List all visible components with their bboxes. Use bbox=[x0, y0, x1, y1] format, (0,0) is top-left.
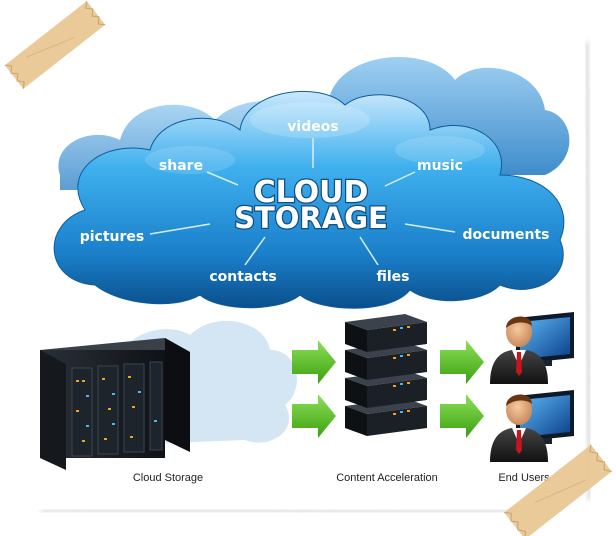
cloud-item-files: files bbox=[376, 269, 409, 285]
end-user-icon bbox=[490, 312, 574, 384]
server-unit-icon bbox=[345, 370, 427, 408]
arrow-right-icon bbox=[440, 394, 484, 438]
arrow-right-icon bbox=[440, 340, 484, 384]
cloud-title-line2: STORAGE bbox=[234, 201, 388, 235]
page-shadow-bottom bbox=[39, 508, 561, 514]
cloud-item-share: share bbox=[159, 158, 203, 174]
cloud-item-pictures: pictures bbox=[80, 229, 145, 245]
cloud-item-documents: documents bbox=[463, 227, 550, 243]
tape-bottom-right bbox=[504, 444, 612, 536]
cloud-item-contacts: contacts bbox=[209, 269, 276, 285]
arrow-right-icon bbox=[292, 340, 336, 384]
tape-top-left bbox=[4, 1, 106, 89]
cloud-connectors bbox=[149, 138, 456, 266]
caption-end-users: End Users bbox=[498, 472, 550, 484]
cloud-title-line1: CLOUD bbox=[254, 175, 369, 210]
caption-content-acceleration: Content Acceleration bbox=[336, 472, 438, 484]
main-cloud bbox=[53, 90, 565, 309]
caption-cloud-storage: Cloud Storage bbox=[133, 472, 203, 484]
acceleration-servers-icon bbox=[345, 314, 427, 436]
page-shadow-right bbox=[584, 41, 592, 501]
server-rack-icon bbox=[40, 338, 190, 470]
server-unit-icon bbox=[345, 314, 427, 352]
cloud-item-videos: videos bbox=[287, 119, 338, 135]
arrow-right-icon bbox=[292, 394, 336, 438]
cloud-item-music: music bbox=[417, 158, 463, 174]
end-user-icon bbox=[490, 390, 574, 462]
